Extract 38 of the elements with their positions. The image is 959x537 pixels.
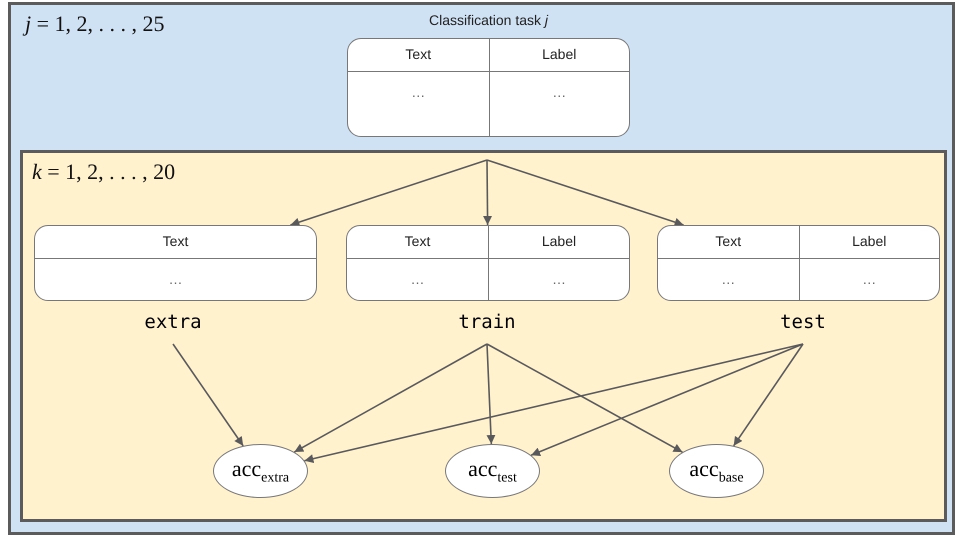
arrow [486,343,683,453]
column-header: Text [347,226,488,259]
accuracy-label: acc$_{base}$ [689,456,744,486]
data-table [34,225,317,301]
loop-range-label: k = 1, 2, . . . , 20 [32,159,176,185]
data-table [657,225,940,301]
loop-panel [8,2,955,535]
data-table [346,225,630,301]
arrow [486,344,496,444]
accuracy-label: acc$_{test}$ [468,456,517,486]
table-value: … [720,270,736,289]
column-header: Label [798,226,939,259]
arrow [290,159,488,226]
table-value: … [410,270,426,289]
arrow [486,159,684,226]
accuracy-label: acc$_{extra}$ [232,456,290,486]
arrow [172,344,244,446]
column-header: Text [35,226,316,259]
arrow [304,343,804,464]
table-value: … [488,72,629,136]
loop-panel [20,150,947,522]
column-header: Label [488,226,629,259]
dataset-name: extra [133,311,213,338]
dataset-name: test [763,311,843,338]
dataset-name: train [447,311,527,338]
arrow [483,160,492,225]
column-header: Text [658,226,798,259]
table-value: … [488,259,629,300]
arrow [294,343,488,453]
table-value: … [168,270,184,289]
column-header: Text [348,39,488,72]
arrow [530,343,804,456]
table-value: … [798,259,939,300]
loop-range-label: j = 1, 2, . . . , 25 [25,11,165,37]
table-title: Classification task j [428,12,550,28]
table-value: … [410,83,426,102]
column-header: Label [488,39,629,72]
arrow [732,344,804,446]
